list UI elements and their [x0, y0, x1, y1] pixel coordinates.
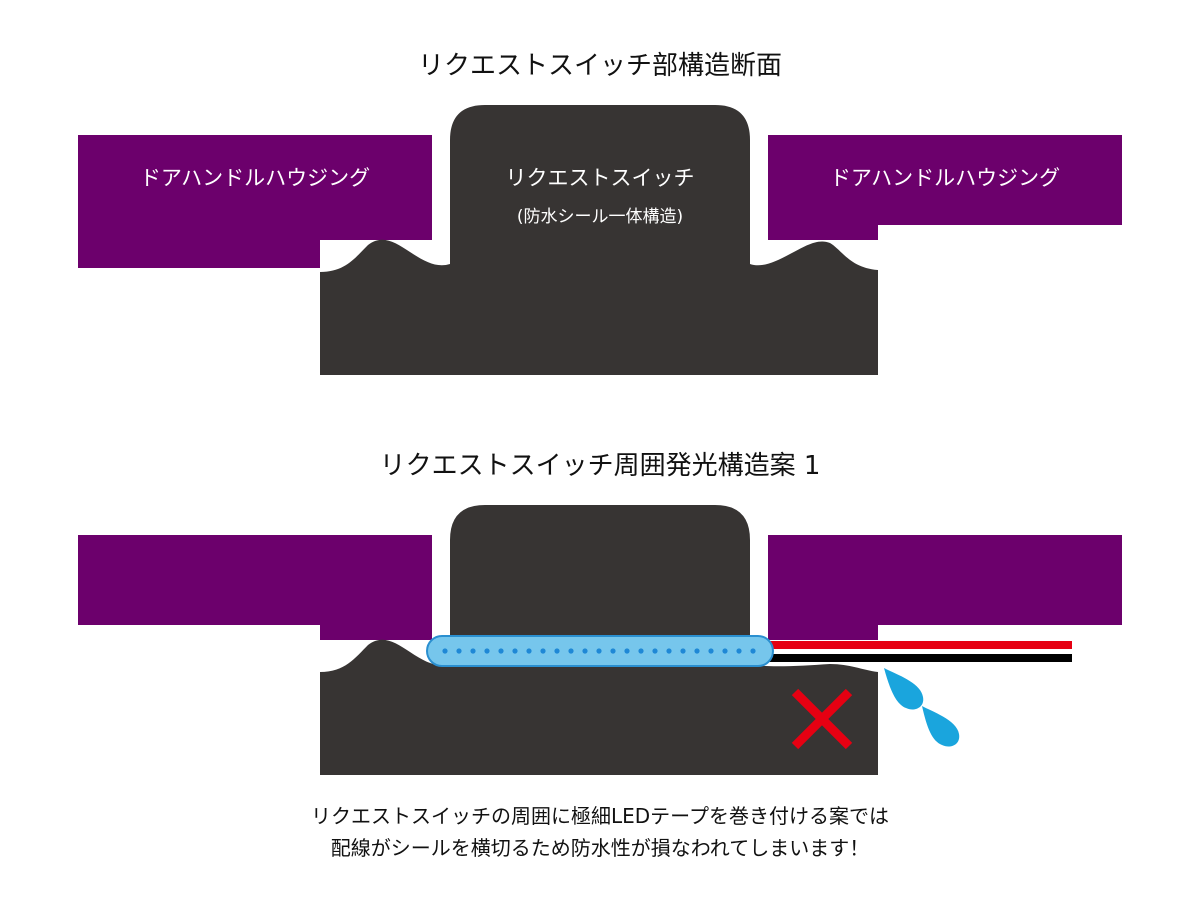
- section1-title: リクエストスイッチ部構造断面: [418, 51, 782, 81]
- caption-line-1: リクエストスイッチの周囲に極細LEDテープを巻き付ける案では: [311, 804, 889, 828]
- led-dot: [512, 648, 518, 654]
- led-dot: [680, 648, 686, 654]
- switch-label: リクエストスイッチ: [506, 166, 695, 190]
- led-dot: [736, 648, 742, 654]
- left-housing-2: [78, 535, 432, 640]
- led-dot: [638, 648, 644, 654]
- led-dot: [694, 648, 700, 654]
- led-dot: [484, 648, 490, 654]
- led-dot: [554, 648, 560, 654]
- section2-title: リクエストスイッチ周囲発光構造案 1: [380, 451, 821, 481]
- led-dots: [442, 648, 756, 654]
- led-dot: [666, 648, 672, 654]
- led-dot: [624, 648, 630, 654]
- led-dot: [582, 648, 588, 654]
- led-dot: [442, 648, 448, 654]
- right-housing: [768, 135, 1122, 240]
- water-drop-icon: [884, 668, 960, 747]
- led-dot: [470, 648, 476, 654]
- cross-icon: [791, 688, 853, 750]
- right-housing-2: [768, 535, 1122, 640]
- wire-red: [760, 641, 1072, 649]
- led-tape-icon: [426, 635, 774, 667]
- led-dot: [540, 648, 546, 654]
- led-dot: [596, 648, 602, 654]
- wire-black: [760, 654, 1072, 662]
- housing-right-label: ドアハンドルハウジング: [830, 166, 1060, 190]
- led-dot: [610, 648, 616, 654]
- led-dot: [498, 648, 504, 654]
- led-dot: [708, 648, 714, 654]
- led-dot: [750, 648, 756, 654]
- housing-left-label: ドアハンドルハウジング: [140, 166, 370, 190]
- caption-line-2: 配線がシールを横切るため防水性が損なわれてしまいます！: [331, 836, 869, 860]
- switch-body: [320, 105, 878, 375]
- led-dot: [722, 648, 728, 654]
- led-dot: [526, 648, 532, 654]
- cross-line-2: [791, 688, 853, 750]
- water-drop-2: [922, 706, 960, 747]
- led-dot: [456, 648, 462, 654]
- led-dot: [652, 648, 658, 654]
- switch-sublabel: (防水シール一体構造): [517, 207, 683, 227]
- led-dot: [568, 648, 574, 654]
- left-housing: [78, 135, 432, 268]
- water-drop-1: [884, 668, 924, 710]
